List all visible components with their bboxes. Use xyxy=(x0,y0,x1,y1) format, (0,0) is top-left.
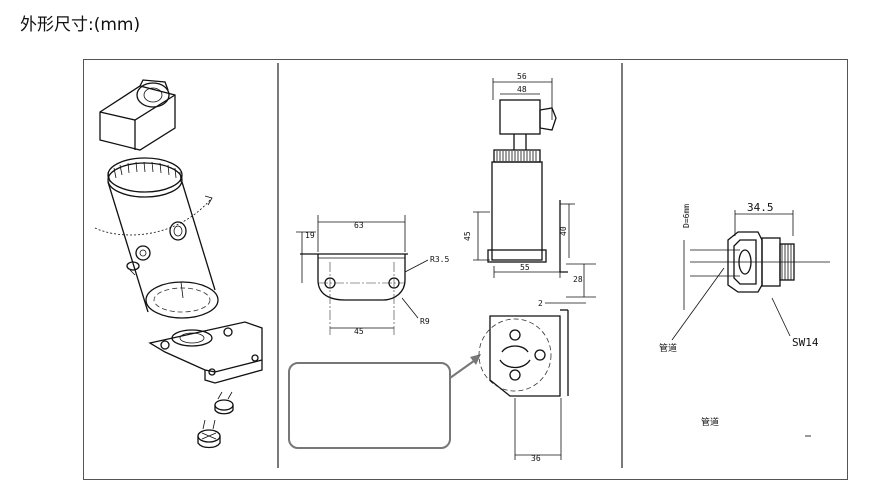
dim-40: 40 xyxy=(559,226,568,236)
label-d-6mm: D=6mm xyxy=(682,204,691,228)
fitting-drawing xyxy=(671,210,830,341)
exploded-view xyxy=(94,79,263,449)
callout-box xyxy=(288,362,451,449)
dim-45-bracket: 45 xyxy=(354,327,364,336)
dim-r9: R9 xyxy=(420,317,430,326)
dim-36: 36 xyxy=(531,454,541,463)
sensor-drawing xyxy=(473,78,596,460)
label-pipe-1: 管道 xyxy=(659,342,677,354)
dim-34-5: 34.5 xyxy=(747,201,774,214)
dim-56: 56 xyxy=(517,72,527,81)
dim-45-height: 45 xyxy=(463,231,472,241)
dim-55: 55 xyxy=(520,263,530,272)
dim-19: 19 xyxy=(305,231,315,240)
callout-arrowhead xyxy=(470,354,481,365)
drawing-frame xyxy=(83,59,848,480)
dim-63: 63 xyxy=(354,221,364,230)
bracket-drawing xyxy=(296,215,429,335)
dim-2: 2 xyxy=(538,299,543,308)
page-heading: 外形尺寸:(mm) xyxy=(20,15,141,35)
label-pipe-2: 管道 xyxy=(701,416,719,428)
dim-48: 48 xyxy=(517,85,527,94)
dim-r3-5: R3.5 xyxy=(430,255,449,264)
label-sw14: SW14 xyxy=(792,336,819,349)
dim-28: 28 xyxy=(573,275,583,284)
